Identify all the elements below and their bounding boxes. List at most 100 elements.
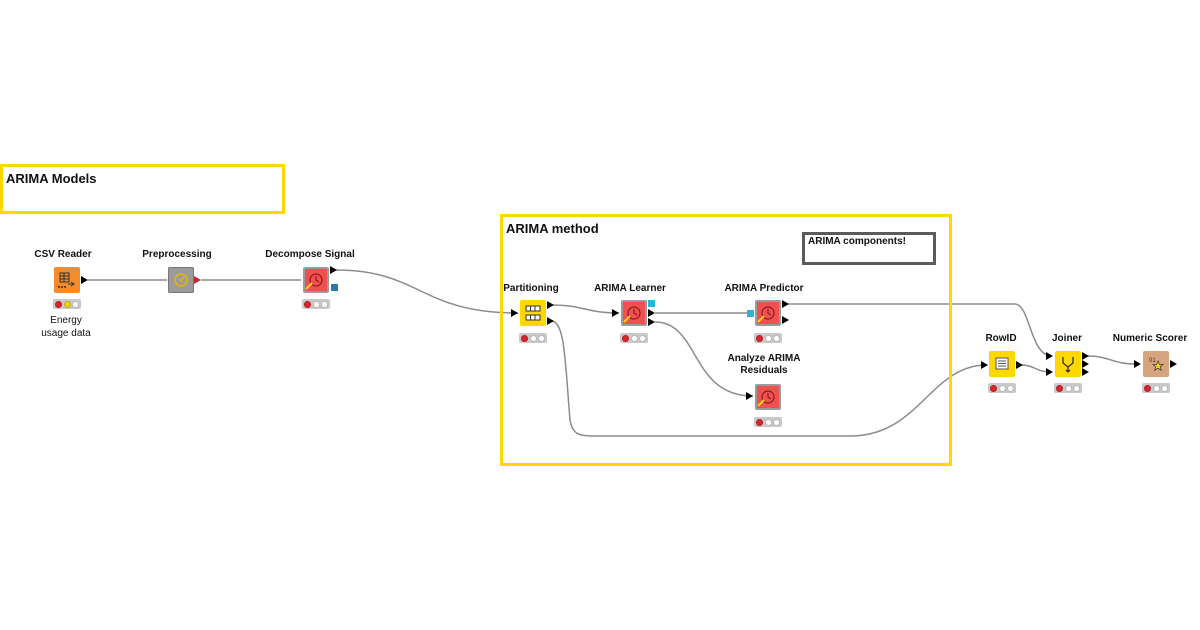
annotation-arima-method[interactable]: ARIMA method xyxy=(500,214,952,466)
status-dot xyxy=(764,418,772,426)
annotation-arima-components[interactable]: ARIMA components! xyxy=(802,232,936,265)
status-dot xyxy=(630,334,638,342)
join-icon xyxy=(1062,357,1074,373)
output-port-model[interactable] xyxy=(331,284,338,291)
connection-partitioning-rowid[interactable] xyxy=(550,320,988,437)
status-dot xyxy=(538,334,545,342)
output-port-first[interactable] xyxy=(547,301,554,309)
output-port[interactable] xyxy=(1082,360,1089,368)
node-label-partitioning: Partitioning xyxy=(503,283,559,294)
status-dot xyxy=(990,384,997,392)
output-port[interactable] xyxy=(782,300,789,308)
time-series-icon xyxy=(305,269,327,291)
annotation-title: ARIMA method xyxy=(506,221,599,236)
connection-predictor-joiner[interactable] xyxy=(788,303,1053,357)
annotation-title: ARIMA components! xyxy=(808,236,906,247)
arima-learner-node[interactable] xyxy=(621,300,647,326)
status-dot xyxy=(773,334,780,342)
status-dot xyxy=(756,418,763,426)
status-traffic-light xyxy=(1054,383,1082,393)
node-label-arima-learner: ARIMA Learner xyxy=(594,283,666,294)
time-series-icon xyxy=(623,302,645,324)
row-id-icon xyxy=(995,357,1009,370)
node-label-arima-predictor: ARIMA Predictor xyxy=(724,283,804,294)
status-dot xyxy=(1073,384,1080,392)
partition-icon xyxy=(525,305,541,321)
status-traffic-light xyxy=(1142,383,1170,393)
status-dot xyxy=(1152,384,1160,392)
status-dot xyxy=(1161,384,1168,392)
status-traffic-light xyxy=(754,417,782,427)
csv-reader-node[interactable] xyxy=(54,267,80,293)
status-dot xyxy=(1064,384,1072,392)
node-label-csv-reader: CSV Reader xyxy=(34,249,92,260)
connection-decompose-partitioning[interactable] xyxy=(335,269,519,314)
status-dot xyxy=(63,300,71,308)
status-dot xyxy=(1056,384,1063,392)
status-dot xyxy=(1144,384,1151,392)
output-port[interactable] xyxy=(648,309,655,317)
status-dot xyxy=(529,334,537,342)
numeric-scorer-node[interactable]: 01 xyxy=(1143,351,1169,377)
annotation-arima-models[interactable]: ARIMA Models xyxy=(0,164,285,214)
preprocessing-metanode[interactable] xyxy=(168,267,194,293)
status-dot xyxy=(773,418,780,426)
status-dot xyxy=(764,334,772,342)
status-traffic-light xyxy=(53,299,81,309)
output-port[interactable] xyxy=(1082,352,1089,360)
input-port[interactable] xyxy=(612,309,619,317)
status-traffic-light xyxy=(519,333,547,343)
status-dot xyxy=(521,334,528,342)
node-label-rowid: RowID xyxy=(985,333,1017,344)
rowid-node[interactable] xyxy=(989,351,1015,377)
node-label-numeric-scorer: Numeric Scorer xyxy=(1112,333,1188,344)
input-port-model[interactable] xyxy=(747,310,754,317)
arima-predictor-node[interactable] xyxy=(755,300,781,326)
status-dot xyxy=(756,334,763,342)
decompose-signal-node[interactable] xyxy=(303,267,329,293)
joiner-node[interactable] xyxy=(1055,351,1081,377)
node-label-analyze-residuals: Analyze ARIMA Residuals xyxy=(727,353,801,376)
node-label-preprocessing: Preprocessing xyxy=(142,249,212,260)
scorer-icon: 01 xyxy=(1149,358,1164,372)
table-reader-icon xyxy=(58,272,75,288)
output-port-model[interactable] xyxy=(648,300,655,307)
status-traffic-light xyxy=(988,383,1016,393)
status-dot xyxy=(55,300,62,308)
output-port[interactable] xyxy=(194,276,201,284)
output-port-second[interactable] xyxy=(547,317,554,325)
node-label-decompose-signal: Decompose Signal xyxy=(265,249,355,260)
input-port[interactable] xyxy=(746,392,753,400)
output-port[interactable] xyxy=(648,318,655,326)
output-port[interactable] xyxy=(330,266,337,274)
node-caption-csv-reader: Energy usage data xyxy=(41,315,91,339)
annotation-title: ARIMA Models xyxy=(6,171,97,186)
node-label-joiner: Joiner xyxy=(1051,333,1083,344)
input-port[interactable] xyxy=(981,361,988,369)
output-port[interactable] xyxy=(1016,361,1023,369)
analyze-residuals-node[interactable] xyxy=(755,384,781,410)
component-icon xyxy=(174,273,188,287)
time-series-icon xyxy=(757,386,779,408)
input-port[interactable] xyxy=(511,309,518,317)
svg-text:01: 01 xyxy=(1149,358,1156,364)
connection-joiner-scorer[interactable] xyxy=(1086,355,1137,365)
status-dot xyxy=(304,300,311,308)
status-traffic-light xyxy=(754,333,782,343)
status-dot xyxy=(321,300,328,308)
input-port-right[interactable] xyxy=(1046,368,1053,376)
status-traffic-light xyxy=(620,333,648,343)
status-dot xyxy=(312,300,320,308)
output-port[interactable] xyxy=(1082,368,1089,376)
connection-learner-residuals[interactable] xyxy=(654,321,754,397)
output-port[interactable] xyxy=(81,276,88,284)
time-series-icon xyxy=(757,302,779,324)
input-port[interactable] xyxy=(1134,360,1141,368)
input-port-left[interactable] xyxy=(1046,352,1053,360)
partitioning-node[interactable] xyxy=(520,300,546,326)
output-port[interactable] xyxy=(1170,360,1177,368)
connection-partitioning-learner[interactable] xyxy=(550,304,620,314)
output-port[interactable] xyxy=(782,316,789,324)
